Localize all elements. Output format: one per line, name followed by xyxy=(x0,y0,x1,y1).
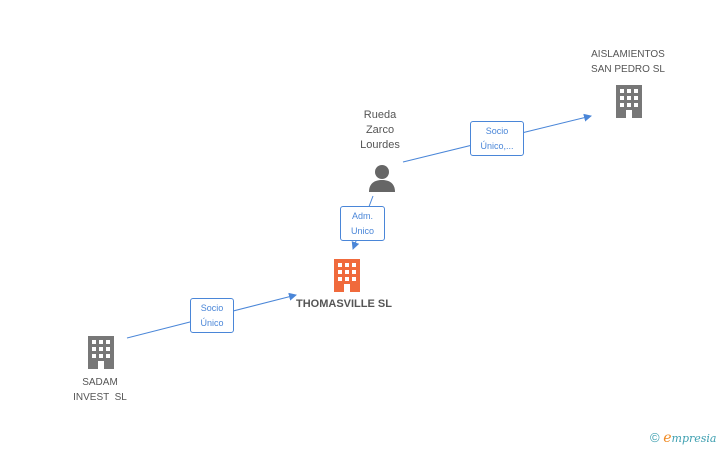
relation-text: Unico xyxy=(350,226,374,236)
company-label-aislamientos[interactable]: AISLAMIENTOS SAN PEDRO SL xyxy=(578,47,678,77)
copyright-symbol: © xyxy=(650,430,660,445)
relation-badge-person-main[interactable]: Adm. Unico xyxy=(340,206,385,241)
brand-name: mpresia xyxy=(671,432,717,445)
brand-e: e xyxy=(663,430,672,446)
relation-text: Único xyxy=(200,318,224,328)
person-icon[interactable] xyxy=(369,165,395,192)
relation-text: Adm. xyxy=(351,211,373,221)
relation-badge-sadam-main[interactable]: Socio Único xyxy=(190,298,234,333)
brand-logo: © empresia xyxy=(650,430,716,446)
relation-badge-person-aislamientos[interactable]: Socio Único,... xyxy=(470,121,524,156)
building-icon[interactable] xyxy=(334,259,360,292)
person-label[interactable]: Rueda Zarco Lourdes xyxy=(340,108,420,153)
person-name-line: Lourdes xyxy=(360,139,400,151)
building-icon[interactable] xyxy=(88,336,114,369)
relation-text: Socio xyxy=(485,126,509,136)
person-name-line: Zarco xyxy=(365,124,395,136)
company-name-line: SADAM xyxy=(82,377,118,388)
company-name-line: SAN PEDRO SL xyxy=(591,64,665,75)
person-name-line: Rueda xyxy=(363,109,397,121)
relation-text: Único,... xyxy=(480,141,514,151)
company-label-sadam[interactable]: SADAM INVEST SL xyxy=(50,375,150,405)
main-company-label[interactable]: THOMASVILLE SL xyxy=(296,298,392,310)
building-icon[interactable] xyxy=(616,85,642,118)
relation-text: Socio xyxy=(200,303,224,313)
company-name-line: AISLAMIENTOS xyxy=(591,49,665,60)
company-name-line: INVEST SL xyxy=(73,392,127,403)
